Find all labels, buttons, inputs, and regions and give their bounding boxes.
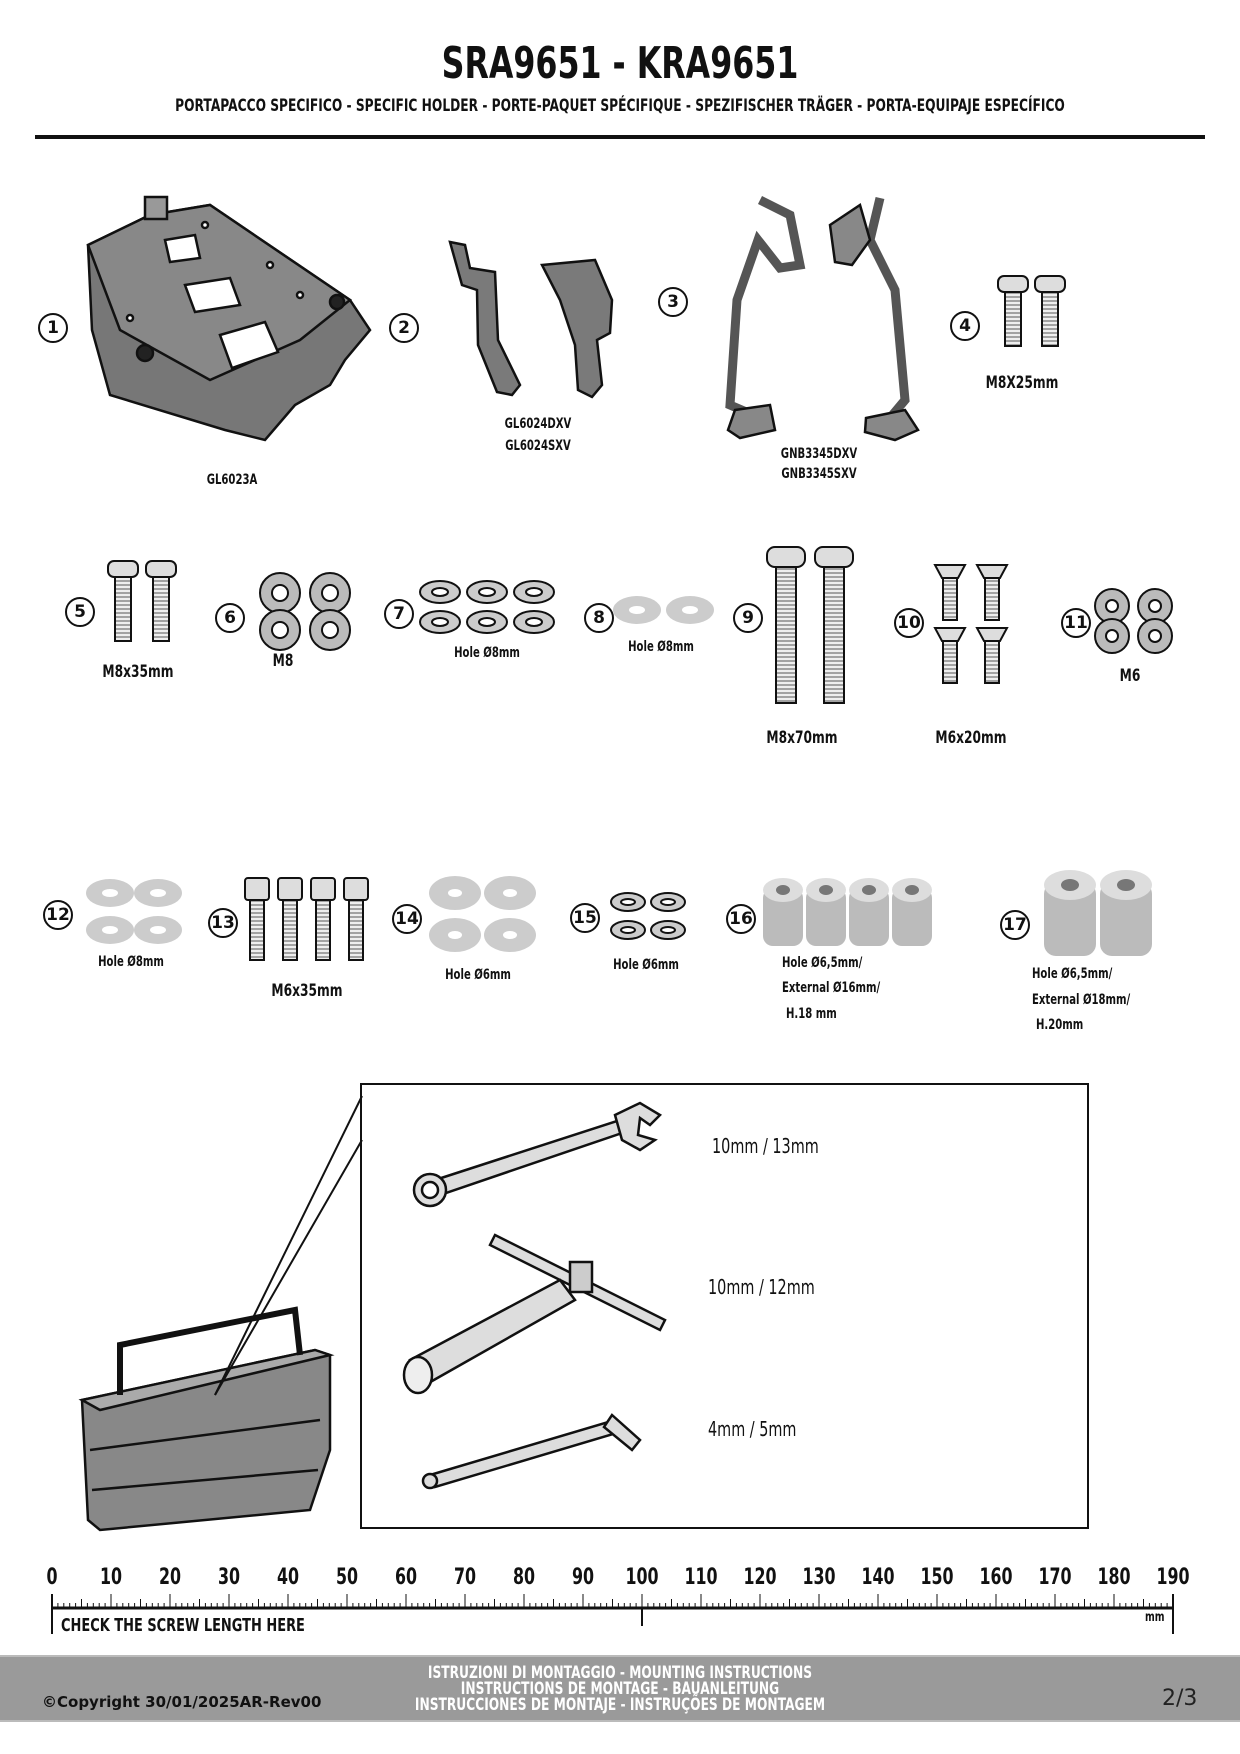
part-label-6: M8: [272, 651, 294, 671]
ruler-label: 50: [335, 1565, 359, 1590]
ruler-label: 0: [46, 1565, 58, 1590]
part-label-8: Hole Ø8mm: [628, 639, 694, 655]
part-label-7: Hole Ø8mm: [454, 645, 520, 661]
bolts-m8x25-drawing: [997, 275, 1066, 347]
part-number-7: 7: [384, 599, 414, 629]
part-label-3a: GNB3345DXV: [780, 446, 858, 462]
spacers-h18-drawing: [763, 878, 932, 946]
part-number-16: 16: [726, 904, 756, 934]
part-number-5: 5: [65, 597, 95, 627]
ruler-label: 70: [453, 1565, 477, 1590]
ruler-label: 110: [684, 1565, 718, 1590]
spring-washers-m6-drawing: [610, 892, 686, 940]
part-label-2b: GL6024SXV: [505, 438, 571, 454]
ruler-label: 80: [512, 1565, 536, 1590]
part-number-11: 11: [1061, 608, 1091, 638]
part-number-6: 6: [215, 603, 245, 633]
ruler-label: 160: [979, 1565, 1013, 1590]
part-number-4: 4: [950, 311, 980, 341]
header-divider: [35, 135, 1205, 139]
part-number-3: 3: [658, 287, 688, 317]
part-label-12: Hole Ø8mm: [98, 954, 164, 970]
footer-line-2: INSTRUCTIONS DE MONTAGE - BAUANLEITUNG: [460, 1679, 780, 1699]
ruler-label: 20: [158, 1565, 182, 1590]
part-label-1: GL6023A: [206, 472, 258, 488]
part-number-1: 1: [38, 313, 68, 343]
rack-plate-drawing: [86, 195, 372, 442]
footer-line-1: ISTRUZIONI DI MONTAGGIO - MOUNTING INSTR…: [427, 1663, 813, 1683]
part-number-15: 15: [570, 903, 600, 933]
part-label-11: M6: [1119, 666, 1141, 686]
screws-m6x20-drawing: [933, 564, 1009, 684]
ruler-label: 100: [625, 1565, 659, 1590]
part-number-2: 2: [389, 313, 419, 343]
tool-label-hexkey: 4mm / 5mm: [708, 1417, 797, 1441]
part-label-14: Hole Ø6mm: [445, 967, 511, 983]
part-label-17c: H.20mm: [1036, 1017, 1084, 1033]
page-number: 2/3: [1162, 1686, 1198, 1711]
ruler-label: 90: [571, 1565, 595, 1590]
screws-m6x35-drawing: [244, 877, 369, 961]
ruler-label: 140: [861, 1565, 895, 1590]
part-number-12: 12: [43, 900, 73, 930]
part-label-13: M6x35mm: [271, 981, 343, 1001]
part-label-16a: Hole Ø6,5mm/: [782, 955, 863, 971]
tool-label-socket: 10mm / 12mm: [708, 1275, 815, 1299]
ruler-label: 150: [920, 1565, 954, 1590]
page-title: SRA9651 - KRA9651: [441, 38, 799, 89]
ruler-label: 30: [217, 1565, 241, 1590]
copyright-text: ©Copyright 30/01/2025AR-Rev00: [42, 1693, 322, 1711]
toolbox-drawing: [78, 1095, 363, 1532]
ruler-label: 10: [99, 1565, 123, 1590]
nuts-m8-drawing: [259, 572, 351, 651]
tools-required-box: [360, 1083, 1089, 1529]
combination-wrench-drawing: [412, 1101, 663, 1208]
ruler-label: 130: [802, 1565, 836, 1590]
bolts-m8x35-drawing: [107, 560, 177, 642]
part-number-13: 13: [208, 908, 238, 938]
part-number-17: 17: [1000, 910, 1030, 940]
washers-m6-large-drawing: [429, 876, 536, 952]
ruler-label: 40: [276, 1565, 300, 1590]
side-brackets-drawing: [448, 240, 614, 399]
ruler-label: 190: [1156, 1565, 1190, 1590]
part-number-8: 8: [584, 603, 614, 633]
footer-line-3: INSTRUCCIONES DE MONTAJE - INSTRUÇÕES DE…: [414, 1695, 826, 1715]
page-subtitle: PORTAPACCO SPECIFICO - SPECIFIC HOLDER -…: [175, 96, 1065, 116]
nuts-m6-drawing: [1094, 588, 1173, 654]
ruler-label: 170: [1038, 1565, 1072, 1590]
part-label-10: M6x20mm: [935, 728, 1007, 748]
support-frame-drawing: [725, 195, 920, 442]
ruler-caption: CHECK THE SCREW LENGTH HERE: [61, 1615, 305, 1636]
part-label-9: M8x70mm: [766, 728, 838, 748]
tool-label-wrench: 10mm / 13mm: [712, 1134, 819, 1158]
washers-m8-drawing: [613, 596, 714, 624]
part-number-9: 9: [733, 603, 763, 633]
part-label-17a: Hole Ø6,5mm/: [1032, 966, 1113, 982]
part-label-2a: GL6024DXV: [504, 416, 572, 432]
ruler-unit: mm: [1145, 1610, 1165, 1625]
part-label-16c: H.18 mm: [786, 1006, 837, 1022]
part-label-16b: External Ø16mm/: [782, 980, 881, 996]
part-number-14: 14: [392, 904, 422, 934]
part-label-4: M8X25mm: [985, 373, 1059, 393]
spring-washers-m8-drawing: [419, 580, 555, 634]
footer-bar: ISTRUZIONI DI MONTAGGIO - MOUNTING INSTR…: [0, 1655, 1240, 1722]
part-label-3b: GNB3345SXV: [781, 466, 857, 482]
hex-key-drawing: [421, 1413, 642, 1490]
ruler-label: 60: [394, 1565, 418, 1590]
ruler-label: 180: [1097, 1565, 1131, 1590]
ruler-label: 120: [743, 1565, 777, 1590]
part-label-15: Hole Ø6mm: [613, 957, 679, 973]
bolts-m8x70-drawing: [766, 546, 854, 704]
t-socket-wrench-drawing: [402, 1233, 667, 1395]
washers-m8-large-drawing: [86, 879, 182, 944]
part-label-17b: External Ø18mm/: [1032, 992, 1131, 1008]
spacers-h20-drawing: [1044, 870, 1152, 956]
part-label-5: M8x35mm: [102, 662, 174, 682]
part-number-10: 10: [894, 608, 924, 638]
